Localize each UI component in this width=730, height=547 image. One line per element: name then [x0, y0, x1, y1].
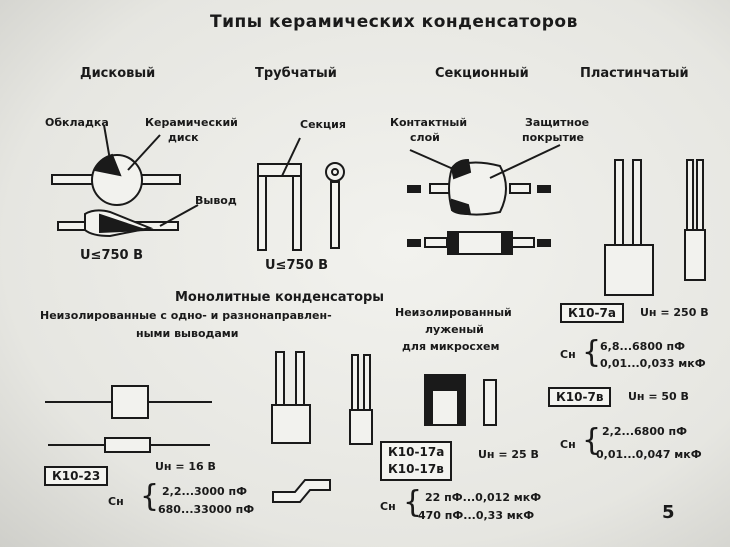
model-k10-17: К10-17а К10-17в — [380, 441, 453, 481]
label-ceramic-disc-2: диск — [168, 131, 199, 144]
label-ceramic-disc-1: Керамический — [145, 116, 238, 129]
k10-7a-brace: { — [582, 335, 602, 370]
k10-23-value-2: 680...33000 пФ — [158, 503, 255, 516]
k10-17-voltage: Uн = 25 В — [478, 448, 539, 461]
k10-17-cap-label: Cн — [380, 500, 396, 513]
tube-top — [257, 163, 302, 177]
tube-leg-right — [292, 171, 302, 251]
label-protective-2: покрытие — [522, 131, 584, 144]
k10-7a-voltage: Uн = 250 В — [640, 306, 709, 319]
k10-7a-value-2: 0,01...0,033 мкФ — [600, 357, 706, 370]
model-k10-7a: К10-7а — [560, 303, 624, 323]
disc-lead-left — [51, 174, 95, 185]
model-k10-23: К10-23 — [44, 466, 109, 486]
label-contact-2: слой — [410, 131, 440, 144]
type-disc: Дисковый — [80, 66, 156, 81]
label-contact-1: Контактный — [390, 116, 468, 129]
k10-7v-brace: { — [582, 423, 602, 458]
k10-7a-cap-label: Cн — [560, 348, 576, 361]
label-protective-1: Защитное — [525, 116, 590, 129]
model-k10-7v: К10-7в — [548, 387, 612, 407]
k10-23-value-1: 2,2...3000 пФ — [162, 485, 247, 498]
k10-7v-voltage: Uн = 50 В — [628, 390, 689, 403]
monolithic-desc-1: Неизолированные с одно- и разнонаправлен… — [40, 309, 332, 322]
k10-7v-value-2: 0,01...0,047 мкФ — [596, 448, 702, 461]
disc-electrode — [93, 153, 122, 177]
page-title: Типы керамических конденсаторов — [210, 12, 578, 32]
k10-7v-cap-label: Cн — [560, 438, 576, 451]
chip-desc-3: для микросхем — [402, 340, 500, 353]
label-section: Секция — [300, 118, 346, 131]
k10-17a-name: К10-17а — [388, 445, 445, 459]
k10-23-body-top — [111, 385, 149, 419]
monolithic-heading: Монолитные конденсаторы — [175, 290, 385, 305]
plate-body — [604, 244, 654, 296]
disc-lead-right — [137, 174, 181, 185]
label-plate-layer: Обкладка — [45, 116, 109, 129]
k10-17-value-1: 22 пФ...0,012 мкФ — [425, 491, 542, 504]
k10-23-cap-label: Cн — [108, 495, 124, 508]
k10-7a-value-1: 6,8...6800 пФ — [600, 340, 685, 353]
k10-23-brace: { — [140, 479, 160, 514]
k10-23-voltage: Uн = 16 В — [155, 460, 216, 473]
voltage-disc: U≤750 В — [80, 248, 144, 263]
k10-17-brace: { — [403, 485, 423, 520]
chip-desc-2: луженый — [425, 323, 484, 336]
k10-17-value-2: 470 пФ...0,33 мкФ — [418, 509, 535, 522]
tube-leg-left — [257, 171, 267, 251]
voltage-tubular: U≤750 В — [265, 258, 329, 273]
page-number: 5 — [662, 502, 675, 523]
tube-end-ring — [325, 162, 345, 182]
type-sectional: Секционный — [435, 66, 529, 81]
k10-17v-name: К10-17в — [388, 462, 444, 476]
monolithic-desc-2: ными выводами — [136, 327, 239, 340]
chip-desc-1: Неизолированный — [395, 306, 512, 319]
type-tubular: Трубчатый — [255, 66, 337, 81]
label-lead: Вывод — [195, 194, 237, 207]
type-plate: Пластинчатый — [580, 66, 689, 81]
k10-7v-value-1: 2,2...6800 пФ — [602, 425, 687, 438]
